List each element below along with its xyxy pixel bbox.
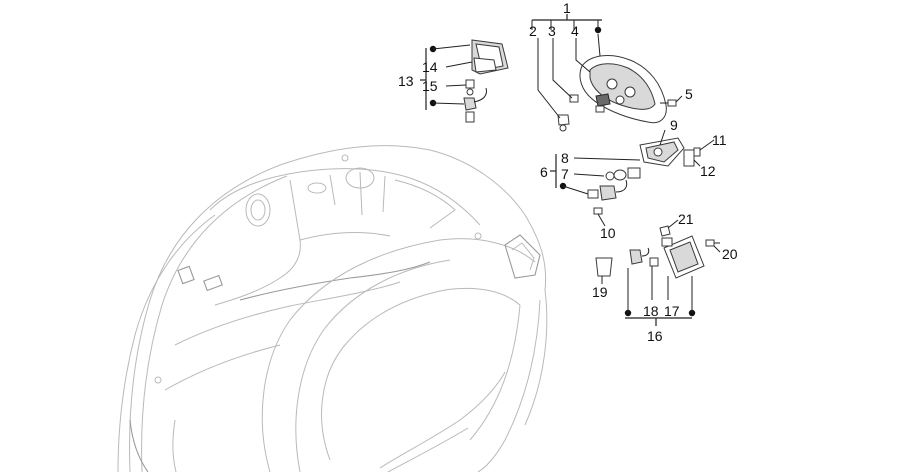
callout-17: 17 [664,303,680,319]
callout-7: 7 [561,166,569,182]
callout-12: 12 [700,163,716,179]
leader-lines [420,14,721,326]
callout-1: 1 [563,0,571,16]
callout-19: 19 [592,284,608,300]
callout-10: 10 [600,225,616,241]
callout-3: 3 [548,23,556,39]
callout-16: 16 [647,328,663,344]
callout-5: 5 [685,86,693,102]
callout-2: 2 [529,23,537,39]
callout-numbers: 1 2 3 4 5 6 7 8 9 10 11 12 13 14 15 16 1… [398,0,738,344]
scooter-rear-body [117,145,548,472]
callout-15: 15 [422,78,438,94]
part-group-13 [463,39,509,123]
callout-18: 18 [643,303,659,319]
callout-21: 21 [678,211,694,227]
part-group-16 [595,225,720,279]
callout-13: 13 [398,73,414,89]
callout-11: 11 [712,132,727,148]
callout-14: 14 [422,59,438,75]
callout-8: 8 [561,150,569,166]
callout-6: 6 [540,164,548,180]
callout-20: 20 [722,246,738,262]
callout-9: 9 [670,117,678,133]
part-group-6 [587,137,701,215]
part-group-1 [557,54,677,132]
callout-4: 4 [571,23,579,39]
